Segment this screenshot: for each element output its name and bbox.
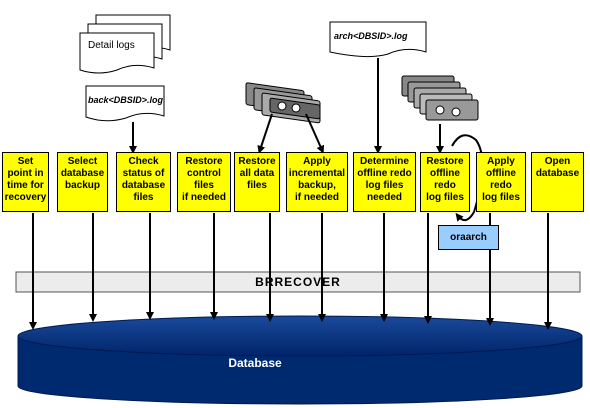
document-icon [85, 85, 165, 122]
step-check-status: Check status of database files [116, 152, 171, 212]
document-icon [329, 21, 427, 58]
database-label: Database [228, 356, 282, 370]
back-log-label: back<DBSID>.log [88, 95, 164, 105]
step-determine-offline-redo: Determine offline redo log files needed [353, 152, 416, 212]
arrow [257, 113, 273, 154]
step-restore-control-files: Restore control files if needed [177, 152, 231, 212]
database-cylinder [17, 315, 583, 405]
step-open-database: Open database [531, 152, 584, 212]
step-apply-offline-redo: Apply offline redo log files [476, 152, 526, 212]
brrecover-bar [15, 271, 581, 293]
oraarch-box: oraarch [438, 225, 499, 250]
step-restore-data-files: Restore all data files [234, 152, 280, 212]
step-apply-incremental-backup: Apply incremental backup, if needed [286, 152, 348, 212]
tape-drive-icon [245, 82, 321, 124]
detail-logs-label: Detail logs [88, 40, 135, 51]
step-restore-offline-redo: Restore offline redo log files [420, 152, 470, 212]
brrecover-label: BRRECOVER [255, 275, 341, 289]
step-select-database-backup: Select database backup [57, 152, 108, 212]
tape-drive-icon [401, 75, 479, 121]
step-arrows [29, 213, 552, 330]
arch-log-label: arch<DBSID>.log [334, 31, 408, 41]
step-set-point-in-time: Set point in time for recovery [2, 152, 49, 212]
arrow [305, 113, 325, 154]
document-stack-icon [79, 14, 171, 74]
